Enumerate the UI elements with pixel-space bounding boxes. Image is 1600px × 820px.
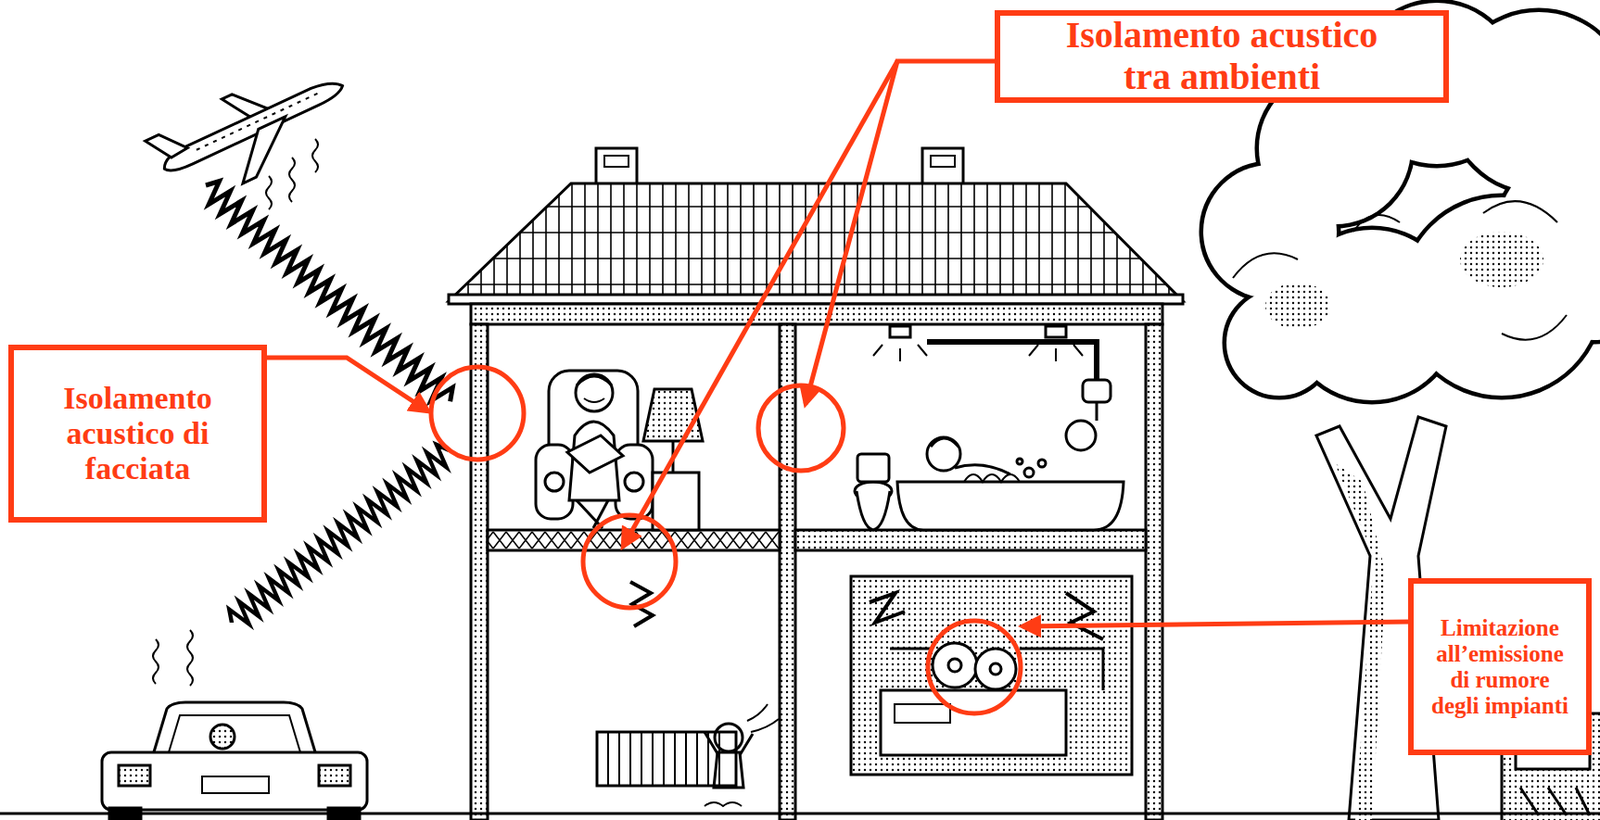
tree xyxy=(1200,0,1600,820)
callout-text: Isolamento acustico di facciata xyxy=(41,380,234,487)
man-reading xyxy=(545,472,564,492)
baby-crib xyxy=(704,802,742,807)
machinery xyxy=(932,643,978,688)
noise-squiggle xyxy=(312,139,318,173)
machinery xyxy=(869,593,905,623)
house xyxy=(604,155,629,167)
machinery xyxy=(1066,593,1104,640)
house xyxy=(0,812,1600,816)
noise-squiggle xyxy=(187,630,193,686)
callout-marker xyxy=(758,385,844,471)
bathroom xyxy=(1066,420,1096,451)
machinery xyxy=(850,576,1132,775)
callout-marker xyxy=(431,367,524,460)
bathroom xyxy=(857,454,889,483)
man-reading xyxy=(624,472,644,492)
machinery xyxy=(990,663,1002,675)
callout-text: Isolamento acustico tra ambienti xyxy=(1050,14,1394,99)
bathroom xyxy=(873,344,1083,362)
bathroom xyxy=(1038,459,1046,468)
bathroom xyxy=(1024,468,1034,478)
bathroom xyxy=(856,491,890,531)
baby-crib xyxy=(747,704,779,733)
man-reading xyxy=(575,374,613,412)
car xyxy=(101,702,368,820)
man-reading xyxy=(584,398,605,403)
callout-text: Limitazione all’emissione di rumore degl… xyxy=(1424,615,1575,720)
machinery xyxy=(894,704,951,724)
callout-marker xyxy=(622,61,898,547)
bathroom xyxy=(964,474,1020,483)
bathroom xyxy=(1045,326,1067,338)
man-reading xyxy=(567,435,623,473)
car xyxy=(101,752,368,811)
baby-crib xyxy=(596,582,779,807)
baby-crib xyxy=(596,732,737,787)
house xyxy=(470,304,1163,325)
callout-marker xyxy=(927,621,1021,714)
machinery xyxy=(880,690,1067,756)
callout-box: Isolamento acustico di facciata xyxy=(8,344,267,523)
bathroom xyxy=(1016,458,1023,465)
house xyxy=(487,530,780,551)
bathroom xyxy=(889,326,911,338)
bathroom xyxy=(926,437,961,471)
machinery xyxy=(948,659,962,673)
house xyxy=(930,155,955,167)
car xyxy=(168,715,301,753)
bathroom xyxy=(954,465,1011,475)
airplane xyxy=(225,116,305,184)
callout-box: Isolamento acustico tra ambienti xyxy=(994,10,1449,103)
man-reading xyxy=(576,376,612,386)
callout-marker xyxy=(805,61,998,405)
tree xyxy=(1265,282,1331,330)
house xyxy=(779,324,796,820)
man-reading xyxy=(643,389,703,442)
bus xyxy=(1520,787,1590,816)
bathroom xyxy=(897,482,1124,531)
callout-box: Limitazione all’emissione di rumore degl… xyxy=(1408,578,1592,756)
bathroom xyxy=(1082,380,1111,403)
airplane xyxy=(145,126,189,165)
car xyxy=(118,765,151,787)
bathroom xyxy=(930,438,959,447)
callout-marker xyxy=(583,515,676,609)
bathroom xyxy=(854,326,1124,531)
callout-marker xyxy=(1022,622,1411,627)
house xyxy=(0,148,1600,820)
house xyxy=(1145,324,1163,820)
tree xyxy=(1334,463,1386,820)
car xyxy=(152,702,317,756)
bathroom xyxy=(926,342,1097,381)
tree xyxy=(1232,201,1567,341)
noise-squiggle xyxy=(266,176,272,210)
car xyxy=(202,776,269,794)
airplane xyxy=(142,50,362,215)
house xyxy=(795,530,1146,551)
house xyxy=(470,324,488,820)
callout-marker xyxy=(265,61,1411,714)
machinery xyxy=(975,648,1016,690)
tree xyxy=(1460,231,1544,288)
airplane xyxy=(196,90,323,150)
machinery xyxy=(850,576,1132,775)
baby-crib xyxy=(704,732,753,756)
machinery xyxy=(889,648,1104,691)
man-reading xyxy=(535,444,573,520)
bathroom xyxy=(1095,402,1099,421)
noise-squiggle xyxy=(289,157,295,203)
noise-squiggle xyxy=(152,639,159,685)
baby-crib xyxy=(608,732,720,787)
baby-crib xyxy=(713,752,744,788)
car xyxy=(318,765,351,787)
car xyxy=(210,724,235,750)
callout-marker xyxy=(265,357,429,412)
